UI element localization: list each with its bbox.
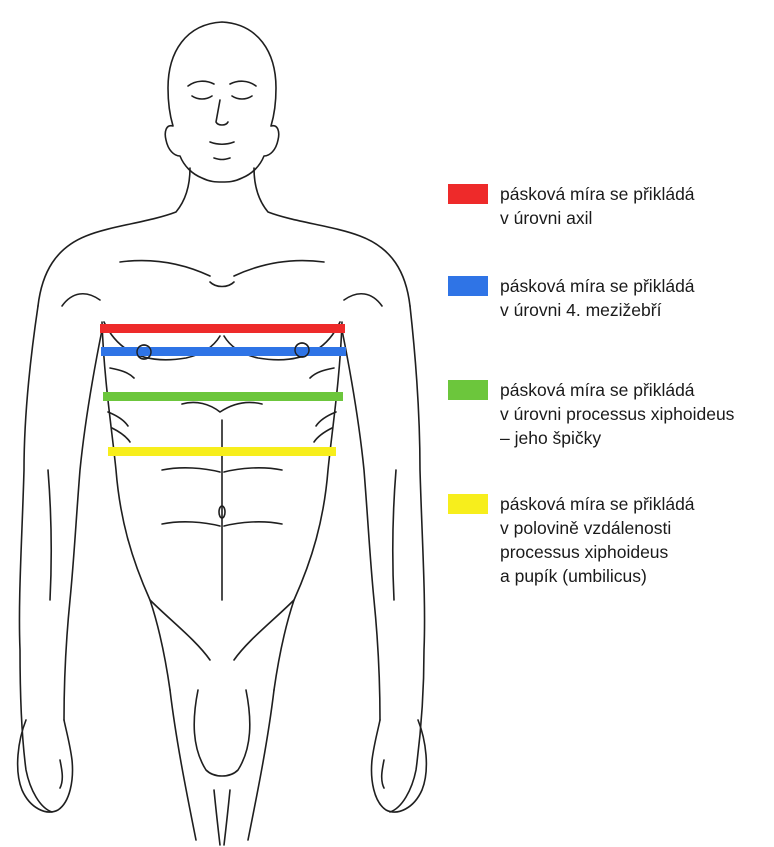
legend-item-yellow: pásková míra se přikládá v polovině vzdá… [448,492,695,588]
legend-line: a pupík (umbilicus) [500,564,695,588]
legend-item-red: pásková míra se přikládá v úrovni axil [448,182,695,230]
legend-text-red: pásková míra se přikládá v úrovni axil [500,182,695,230]
left-eyebrow [188,81,214,86]
legend-line: pásková míra se přikládá [500,274,695,298]
right-arm-inner [342,330,380,720]
legend-line: pásková míra se přikládá [500,492,695,516]
deltoid-left [62,294,100,306]
legend-swatch-red [448,184,488,204]
clavicle-left [120,261,210,276]
legend-line: v úrovni processus xiphoideus [500,402,734,426]
legend-line: processus xiphoideus [500,540,695,564]
neck-right [254,168,410,306]
legend-line: – jeho špičky [500,426,734,450]
chin-line [214,158,230,160]
torso-right [274,322,342,690]
body-outline [18,22,427,845]
left-arm-inner [64,330,102,720]
head-outline [165,22,278,182]
nose [216,100,228,125]
left-eye [192,96,212,99]
legend-line: v polovině vzdálenosti [500,516,695,540]
sternal-notch [210,282,234,287]
legend-swatch-blue [448,276,488,296]
band-midpoint-yellow [108,447,336,456]
left-arm-outer [19,306,52,812]
legend-line: v úrovni 4. mezižebří [500,298,695,322]
band-axilla-red [100,324,345,333]
legend-text-green: pásková míra se přikládá v úrovni proces… [500,378,734,450]
legend-line: pásková míra se přikládá [500,182,695,206]
right-hand [372,720,427,812]
clavicle-right [234,261,324,276]
neck-left [38,168,190,306]
torso-left [102,322,170,690]
legend-swatch-green [448,380,488,400]
band-xiphoid-green [103,392,343,401]
legend-item-blue: pásková míra se přikládá v úrovni 4. mez… [448,274,695,322]
legend-text-yellow: pásková míra se přikládá v polovině vzdá… [500,492,695,588]
legend-swatch-yellow [448,494,488,514]
mouth [210,142,234,144]
legend-item-green: pásková míra se přikládá v úrovni proces… [448,378,734,450]
deltoid-right [344,294,382,306]
genitals [194,690,250,776]
legend-line: pásková míra se přikládá [500,378,734,402]
measurement-bands [100,324,346,456]
right-arm-outer [390,306,425,812]
right-eye [232,96,252,99]
right-eyebrow [230,81,256,86]
legend-text-blue: pásková míra se přikládá v úrovni 4. mez… [500,274,695,322]
legend-line: v úrovni axil [500,206,695,230]
